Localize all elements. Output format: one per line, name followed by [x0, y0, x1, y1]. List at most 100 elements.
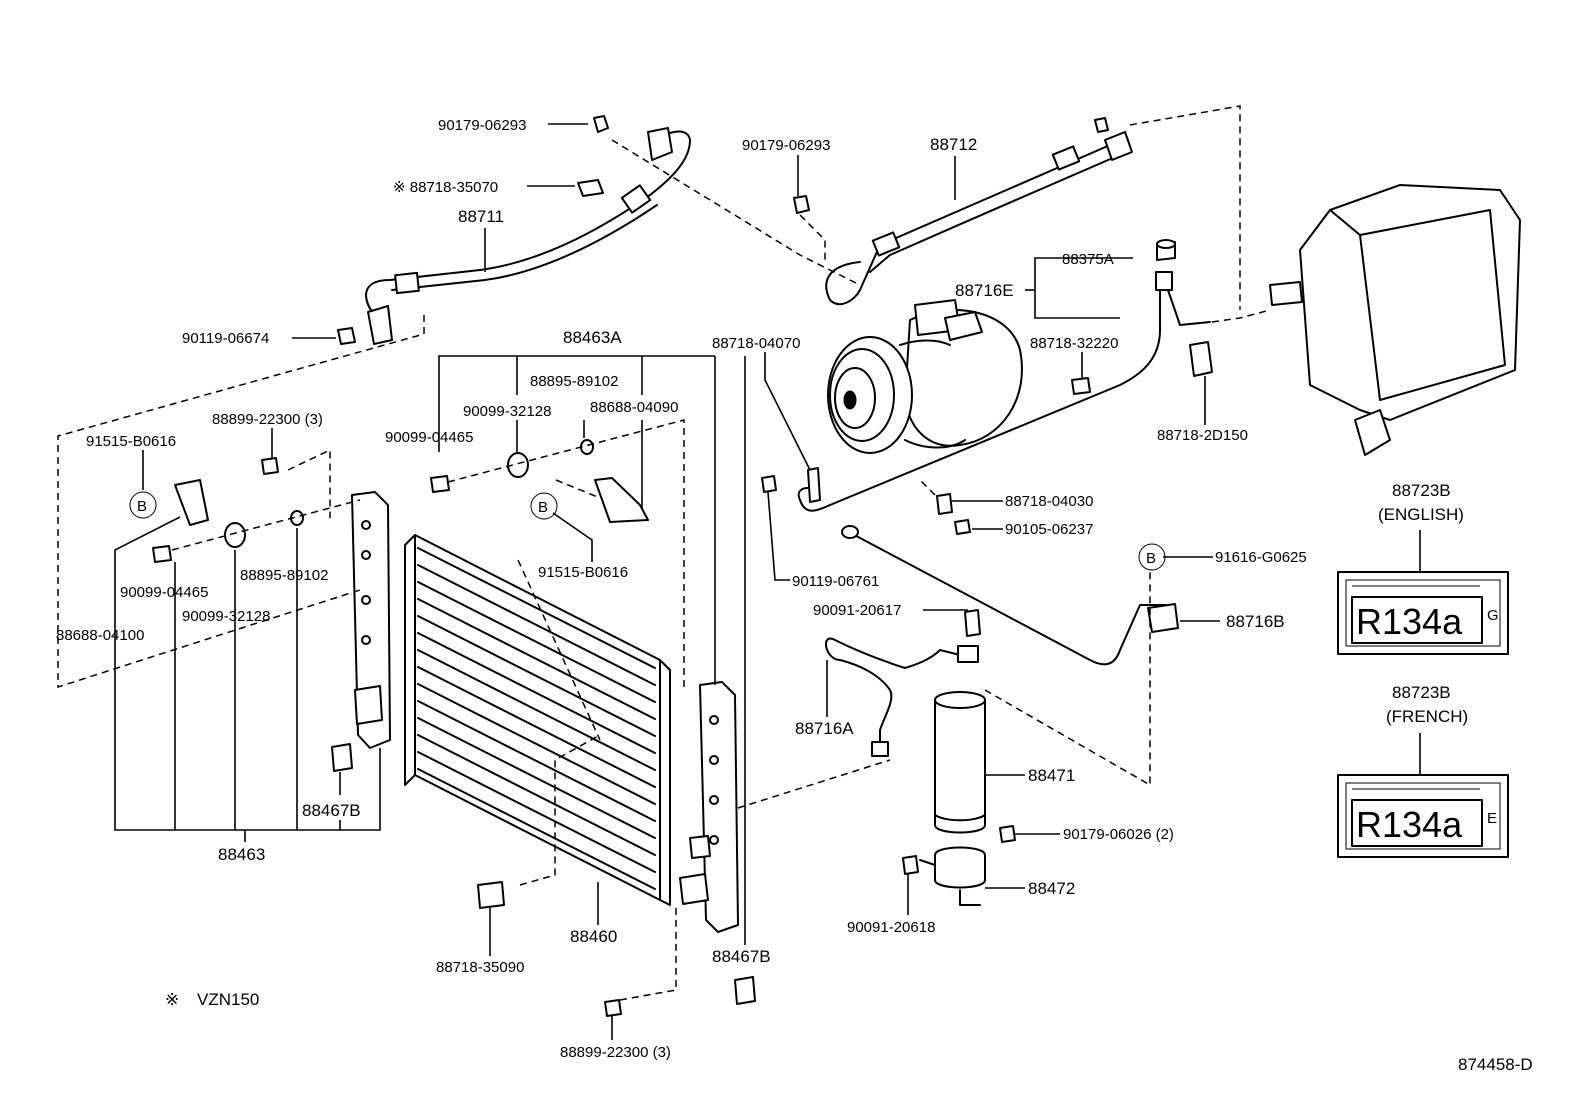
label-91515-B0616-mid: 91515-B0616 [538, 564, 628, 581]
bracket-88718-04070 [807, 467, 821, 503]
dashed-guide-lines [57, 105, 1271, 1001]
label-91515-B0616-left: 91515-B0616 [86, 433, 176, 450]
side-bracket-left [351, 491, 391, 749]
condenser-fin [417, 683, 656, 805]
label-plate-french: 88723B (FRENCH) R134a E [1337, 683, 1509, 858]
label-88718-04030: 88718-04030 [1005, 493, 1093, 510]
discharge-hose-88711 [365, 127, 691, 345]
label-88471: 88471 [1028, 766, 1075, 785]
marker-b-left-text: B [137, 498, 147, 515]
label-88718-35070: ※ 88718-35070 [393, 179, 498, 196]
bracket-88688-04100 [174, 479, 209, 526]
label-88716A: 88716A [795, 719, 854, 738]
collar-88895-89102-top [580, 439, 594, 455]
ac-compressor [827, 299, 1023, 454]
label-90179-06026: 90179-06026 (2) [1063, 826, 1174, 843]
condenser-fin [417, 666, 656, 788]
clamp-88718-32220 [1071, 377, 1091, 395]
label-88711: 88711 [458, 207, 504, 226]
condenser-fin [417, 700, 656, 822]
label-88716B: 88716B [1226, 612, 1285, 631]
condenser-fin [417, 649, 656, 771]
clip-88467B-right [734, 976, 756, 1005]
label-plate-english: 88723B (ENGLISH) R134a G [1337, 481, 1509, 655]
condenser-88460 [404, 534, 671, 906]
label-88467B-right: 88467B [712, 947, 771, 966]
bolt-88899-22300-bottom [604, 999, 622, 1017]
pipe-88716E [797, 271, 1211, 512]
suction-hose-88712 [825, 117, 1133, 306]
cushion-90099-32128-top [507, 452, 529, 478]
label-90099-32128-top: 90099-32128 [463, 403, 551, 420]
bracket-88688-04090 [594, 477, 649, 523]
clamp-88718-35070 [577, 179, 604, 197]
label-88895-89102-top: 88895-89102 [530, 373, 618, 390]
condenser-fin [417, 581, 656, 703]
marker-b-right-text: B [1146, 550, 1156, 567]
plate-french-suffix: E [1487, 810, 1497, 827]
footnote-text: VZN150 [197, 990, 259, 1009]
drawing-number: 874458-D [1458, 1055, 1533, 1074]
plate-english-language: (ENGLISH) [1378, 505, 1464, 524]
label-90091-20618: 90091-20618 [847, 919, 935, 936]
marker-b-right: B [1138, 543, 1166, 571]
condenser-fin [417, 734, 656, 856]
condenser-fin [417, 717, 656, 839]
pipe-88716A [825, 637, 979, 757]
plate-english-suffix: G [1487, 607, 1499, 624]
label-91616-G0625: 91616-G0625 [1215, 549, 1307, 566]
label-90179-06293-a: 90179-06293 [438, 117, 526, 134]
condenser-fin [417, 751, 656, 873]
label-88472: 88472 [1028, 879, 1075, 898]
marker-b-middle: B [530, 492, 558, 520]
label-88688-04100: 88688-04100 [56, 627, 144, 644]
label-90099-32128-left: 90099-32128 [182, 608, 270, 625]
cap-88375A [1156, 239, 1176, 261]
marker-b-middle-text: B [538, 499, 548, 516]
label-90091-20617: 90091-20617 [813, 602, 901, 619]
label-88375A: 88375A [1062, 251, 1114, 268]
label-90179-06293-b: 90179-06293 [742, 137, 830, 154]
condenser-fin [417, 632, 656, 754]
label-88718-32220: 88718-32220 [1030, 335, 1118, 352]
clamp-88718-2D150 [1189, 341, 1213, 377]
label-88463: 88463 [218, 845, 265, 864]
label-90105-06237: 90105-06237 [1005, 521, 1093, 538]
label-88718-2D150: 88718-2D150 [1157, 427, 1248, 444]
footnote-symbol: ※ [165, 990, 179, 1009]
bracket-88472 [919, 846, 986, 906]
label-88467B-left: 88467B [302, 801, 361, 820]
footnote: ※ VZN150 [165, 990, 259, 1009]
label-90119-06674: 90119-06674 [182, 330, 269, 347]
bolt-88899-22300-top [261, 457, 279, 475]
condenser-fin [417, 564, 656, 686]
label-90099-04465-top: 90099-04465 [385, 429, 473, 446]
plate-english-part: 88723B [1392, 481, 1451, 500]
plate-english-text: R134a [1356, 601, 1463, 642]
pipe-88716B [841, 525, 1179, 666]
clip-88718-04030 [936, 493, 953, 515]
clamp-88718-35090 [477, 881, 505, 909]
bolt-90179-06293-b [793, 195, 810, 214]
label-88688-04090: 88688-04090 [590, 399, 678, 416]
label-88460: 88460 [570, 927, 617, 946]
condenser-fin [417, 615, 656, 737]
plate-french-part: 88723B [1392, 683, 1451, 702]
bolt-90099-04465-left [152, 545, 172, 563]
label-90099-04465-left: 90099-04465 [120, 584, 208, 601]
bolt-90119-06674 [337, 327, 356, 345]
condenser-fin [417, 768, 656, 890]
label-88895-89102-left: 88895-89102 [240, 567, 328, 584]
label-88718-04070: 88718-04070 [712, 335, 800, 352]
label-90119-06761: 90119-06761 [792, 573, 879, 590]
bolt-90105-06237 [954, 519, 971, 535]
part-labels: 90179-06293 ※ 88718-35070 88711 90119-06… [56, 117, 1307, 1061]
side-bracket-right [679, 681, 739, 933]
bolt-90179-06293-a [593, 115, 609, 133]
label-88899-22300-top: 88899-22300 (3) [212, 411, 323, 428]
label-88712: 88712 [930, 135, 977, 154]
plate-french-text: R134a [1356, 804, 1463, 845]
plate-french-language: (FRENCH) [1386, 707, 1468, 726]
leader-lines [114, 123, 1421, 1040]
